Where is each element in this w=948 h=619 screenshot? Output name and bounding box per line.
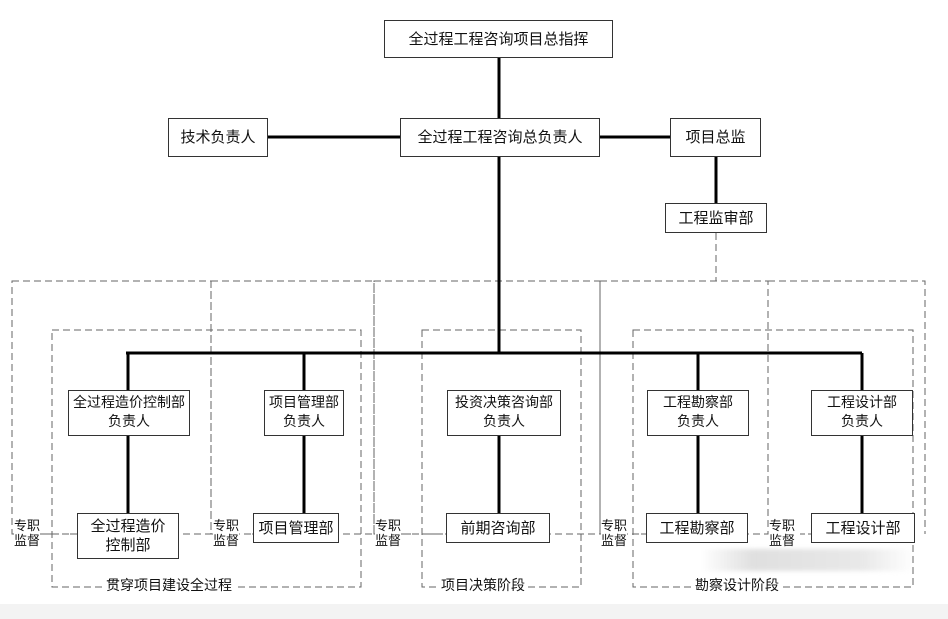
project-director-label: 全过程工程咨询项目总指挥 [408, 29, 589, 48]
supervision-tag-line1: 专职 [14, 519, 41, 534]
supervision-tag-5: 专职 监督 [769, 519, 796, 549]
phase-label-design: 勘察设计阶段 [693, 578, 781, 594]
dept-head-box-cost: 全过程造价控制部 负责人 [68, 390, 190, 436]
supervision-tag-line2: 监督 [601, 534, 628, 549]
dept-head-role: 负责人 [841, 414, 883, 430]
dept-head-name: 投资决策咨询部 [455, 395, 553, 411]
audit-dept-box: 工程监审部 [665, 203, 767, 233]
supervision-tag-4: 专职 监督 [601, 519, 628, 549]
sub-dept-line1: 工程勘察部 [659, 518, 735, 537]
dept-head-role: 负责人 [283, 414, 325, 430]
dept-head-name: 工程设计部 [827, 395, 897, 411]
chief-box: 全过程工程咨询总负责人 [400, 118, 600, 157]
bottom-strip [0, 604, 948, 619]
supervision-tag-line2: 监督 [375, 534, 402, 549]
sub-dept-line2: 控制部 [105, 536, 151, 554]
dept-head-box-design: 工程设计部 负责人 [811, 390, 913, 436]
sub-dept-line1: 全过程造价 [90, 517, 166, 535]
dept-head-name: 项目管理部 [269, 395, 339, 411]
tech-lead-label: 技术负责人 [180, 128, 256, 146]
sub-dept-box-design: 工程设计部 [811, 513, 915, 543]
supervision-tag-2: 专职 监督 [213, 519, 240, 549]
supervision-tag-line2: 监督 [769, 534, 796, 549]
dept-head-name: 工程勘察部 [663, 395, 733, 411]
supervision-tag-line1: 专职 [213, 519, 240, 534]
phase-label-decision: 项目决策阶段 [439, 578, 527, 594]
sub-dept-box-cost: 全过程造价 控制部 [77, 513, 179, 559]
supervision-tag-1: 专职 监督 [14, 519, 41, 549]
phase-frame-decision [421, 329, 582, 588]
watermark-blur [700, 549, 915, 571]
supervision-tag-line2: 监督 [14, 534, 41, 549]
dept-head-role: 负责人 [108, 414, 150, 430]
supervision-frame-survey [599, 280, 769, 535]
sub-dept-line1: 项目管理部 [258, 518, 334, 537]
sub-dept-box-invest: 前期咨询部 [446, 513, 550, 543]
chief-label: 全过程工程咨询总负责人 [417, 128, 583, 146]
dept-head-role: 负责人 [677, 414, 719, 430]
sub-dept-box-survey: 工程勘察部 [646, 513, 748, 543]
audit-dept-label: 工程监审部 [678, 208, 754, 227]
dept-head-box-survey: 工程勘察部 负责人 [647, 390, 749, 436]
supervision-frame-design [768, 280, 926, 534]
sub-dept-line1: 工程设计部 [825, 518, 901, 537]
tech-lead-box: 技术负责人 [168, 118, 268, 157]
dept-head-role: 负责人 [483, 414, 525, 430]
supervision-tag-line1: 专职 [375, 519, 402, 534]
dept-head-name: 全过程造价控制部 [73, 395, 185, 411]
dept-head-box-invest: 投资决策咨询部 负责人 [447, 390, 561, 436]
supervision-tag-line1: 专职 [601, 519, 628, 534]
supervisor-label: 项目总监 [685, 128, 746, 146]
project-director-box: 全过程工程咨询项目总指挥 [384, 20, 613, 58]
supervisor-box: 项目总监 [670, 118, 761, 157]
supervision-tag-line1: 专职 [769, 519, 796, 534]
supervision-tag-3: 专职 监督 [375, 519, 402, 549]
supervision-tag-line2: 监督 [213, 534, 240, 549]
phase-label-whole: 贯穿项目建设全过程 [104, 578, 234, 594]
sub-dept-box-mgmt: 项目管理部 [253, 513, 339, 543]
dept-head-box-mgmt: 项目管理部 负责人 [264, 390, 344, 436]
sub-dept-line1: 前期咨询部 [460, 518, 536, 537]
